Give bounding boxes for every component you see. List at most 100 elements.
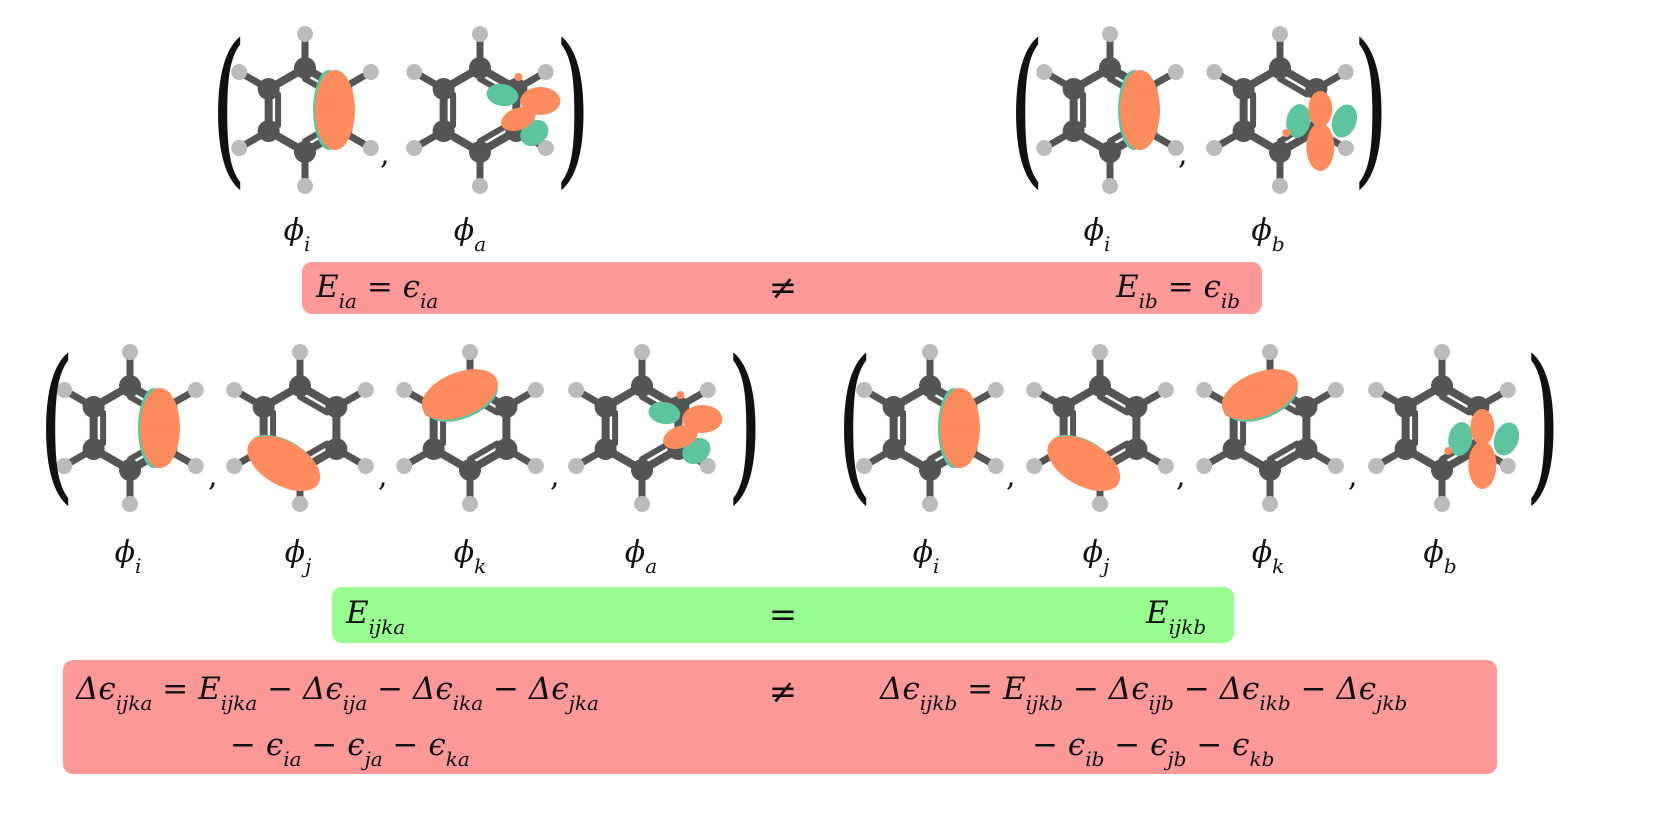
- orbital-lobe-icon: [676, 391, 685, 399]
- hydrogen-atom: [297, 26, 313, 42]
- hydrogen-atom: [1167, 64, 1184, 80]
- hydrogen-atom: [1157, 458, 1174, 474]
- separator-comma: ,: [378, 459, 388, 494]
- orbital-lobe-icon: [140, 388, 180, 468]
- orbital-group: [1282, 91, 1358, 171]
- hydrogen-atom: [1206, 64, 1223, 80]
- orbital-group: [1221, 369, 1298, 422]
- orbital-label-phi-i: ϕi: [912, 535, 940, 578]
- hydrogen-atom: [1167, 140, 1184, 156]
- orbital-label-phi-a: ϕa: [624, 535, 658, 578]
- hydrogen-atom: [462, 496, 478, 512]
- carbon-atom: [1269, 141, 1291, 163]
- math-token: ijka: [220, 691, 258, 716]
- hydrogen-atom: [357, 458, 374, 474]
- separator-comma: ,: [1178, 137, 1188, 172]
- benzene-molecule-icon: [231, 26, 379, 194]
- hydrogen-atom: [1327, 458, 1344, 474]
- orbital-lobe-icon: [1286, 104, 1311, 138]
- math-token: = E: [957, 671, 1026, 707]
- orbital-lobe-icon: [1493, 422, 1520, 456]
- carbon-atom: [325, 396, 348, 418]
- carbon-atom: [919, 459, 941, 481]
- hydrogen-atom: [922, 496, 938, 512]
- orbital-lobe-icon: [1331, 104, 1358, 138]
- hydrogen-atom: [226, 458, 243, 474]
- orbital-lobe-icon: [247, 435, 321, 492]
- orbital-lobe-icon: [940, 388, 980, 468]
- carbon-atom: [594, 396, 617, 418]
- orbital-group: [938, 388, 980, 468]
- carbon-atom: [1232, 78, 1255, 100]
- hydrogen-atom: [122, 496, 138, 512]
- orbital-group: [247, 434, 321, 492]
- orbital-group: [138, 388, 180, 468]
- hydrogen-atom: [1092, 344, 1108, 360]
- carbon-atom: [631, 459, 653, 481]
- math-token: − Δϵ: [257, 671, 343, 707]
- hydrogen-atom: [699, 458, 716, 474]
- increment-expression-ijka-line2: − ϵia − ϵja − ϵka: [230, 730, 470, 770]
- benzene-molecule-icon: [568, 344, 723, 512]
- hydrogen-atom: [231, 140, 248, 156]
- math-token: − ϵ: [1032, 727, 1086, 763]
- right-parenthesis: ): [554, 8, 591, 204]
- double-bond-line: [639, 440, 672, 463]
- math-token: ijb: [1148, 691, 1174, 716]
- carbon-atom: [882, 438, 905, 460]
- orbital-label-phi-i: ϕi: [114, 535, 142, 578]
- math-token: ja: [364, 747, 383, 772]
- orbital-label-phi-b: ϕb: [1423, 535, 1457, 578]
- separator-comma: ,: [380, 137, 390, 172]
- carbon-atom: [289, 375, 311, 397]
- carbon-atom: [469, 57, 491, 79]
- left-parenthesis: (: [1008, 8, 1045, 204]
- benzene-molecule-icon: [1206, 26, 1358, 194]
- separator-comma: ,: [550, 459, 560, 494]
- hydrogen-atom: [987, 382, 1004, 398]
- not-equal-sign: ≠: [768, 268, 798, 308]
- orbital-label-phi-j: ϕj: [284, 535, 312, 578]
- benzene-molecule-icon: [1036, 26, 1184, 194]
- benzene-molecule-icon: [56, 344, 204, 512]
- double-bond-line: [477, 122, 510, 145]
- hydrogen-atom: [527, 458, 544, 474]
- carbon-atom: [1099, 141, 1121, 163]
- carbon-atom: [459, 459, 481, 481]
- carbon-atom: [1125, 396, 1148, 418]
- orbital-lobe-icon: [514, 73, 523, 81]
- hydrogen-atom: [634, 496, 650, 512]
- carbon-atom: [1052, 396, 1075, 418]
- double-bond-line: [1267, 440, 1300, 463]
- benzene-molecule-icon: [226, 344, 374, 512]
- energy-expression-ijka: Eijka: [346, 595, 406, 640]
- hydrogen-atom: [462, 344, 478, 360]
- orbital-lobe-icon: [1444, 447, 1453, 455]
- benzene-molecule-icon: [1026, 344, 1174, 512]
- orbital-label-phi-i: ϕi: [1083, 213, 1111, 256]
- double-bond-line: [1439, 393, 1472, 416]
- increment-expression-ijkb-line1: Δϵijkb = Eijkb − Δϵijb − Δϵikb − Δϵjkb: [880, 671, 1407, 714]
- left-parenthesis: (: [210, 8, 247, 204]
- hydrogen-atom: [1272, 26, 1288, 42]
- hydrogen-atom: [396, 382, 413, 398]
- carbon-atom: [294, 57, 316, 79]
- math-token: − Δϵ: [483, 671, 569, 707]
- benzene-molecule-icon: [856, 344, 1004, 512]
- hydrogen-atom: [1499, 458, 1516, 474]
- hydrogen-atom: [1434, 496, 1450, 512]
- orbital-lobe-icon: [520, 87, 561, 115]
- math-token: ikb: [1259, 691, 1291, 716]
- orbital-lobe-icon: [315, 70, 355, 150]
- increment-expression-ijkb-line2: − ϵib − ϵjb − ϵkb: [1032, 727, 1274, 770]
- math-token: Δϵ: [880, 671, 920, 707]
- hydrogen-atom: [406, 64, 423, 80]
- benzene-molecule-icon: [396, 344, 544, 512]
- orbital-lobe-icon: [1306, 123, 1335, 171]
- hydrogen-atom: [472, 178, 488, 194]
- orbital-lobe-icon: [501, 106, 536, 132]
- hydrogen-atom: [1026, 458, 1043, 474]
- orbital-group: [648, 391, 723, 465]
- separator-comma: ,: [208, 459, 218, 494]
- carbon-atom: [594, 438, 617, 460]
